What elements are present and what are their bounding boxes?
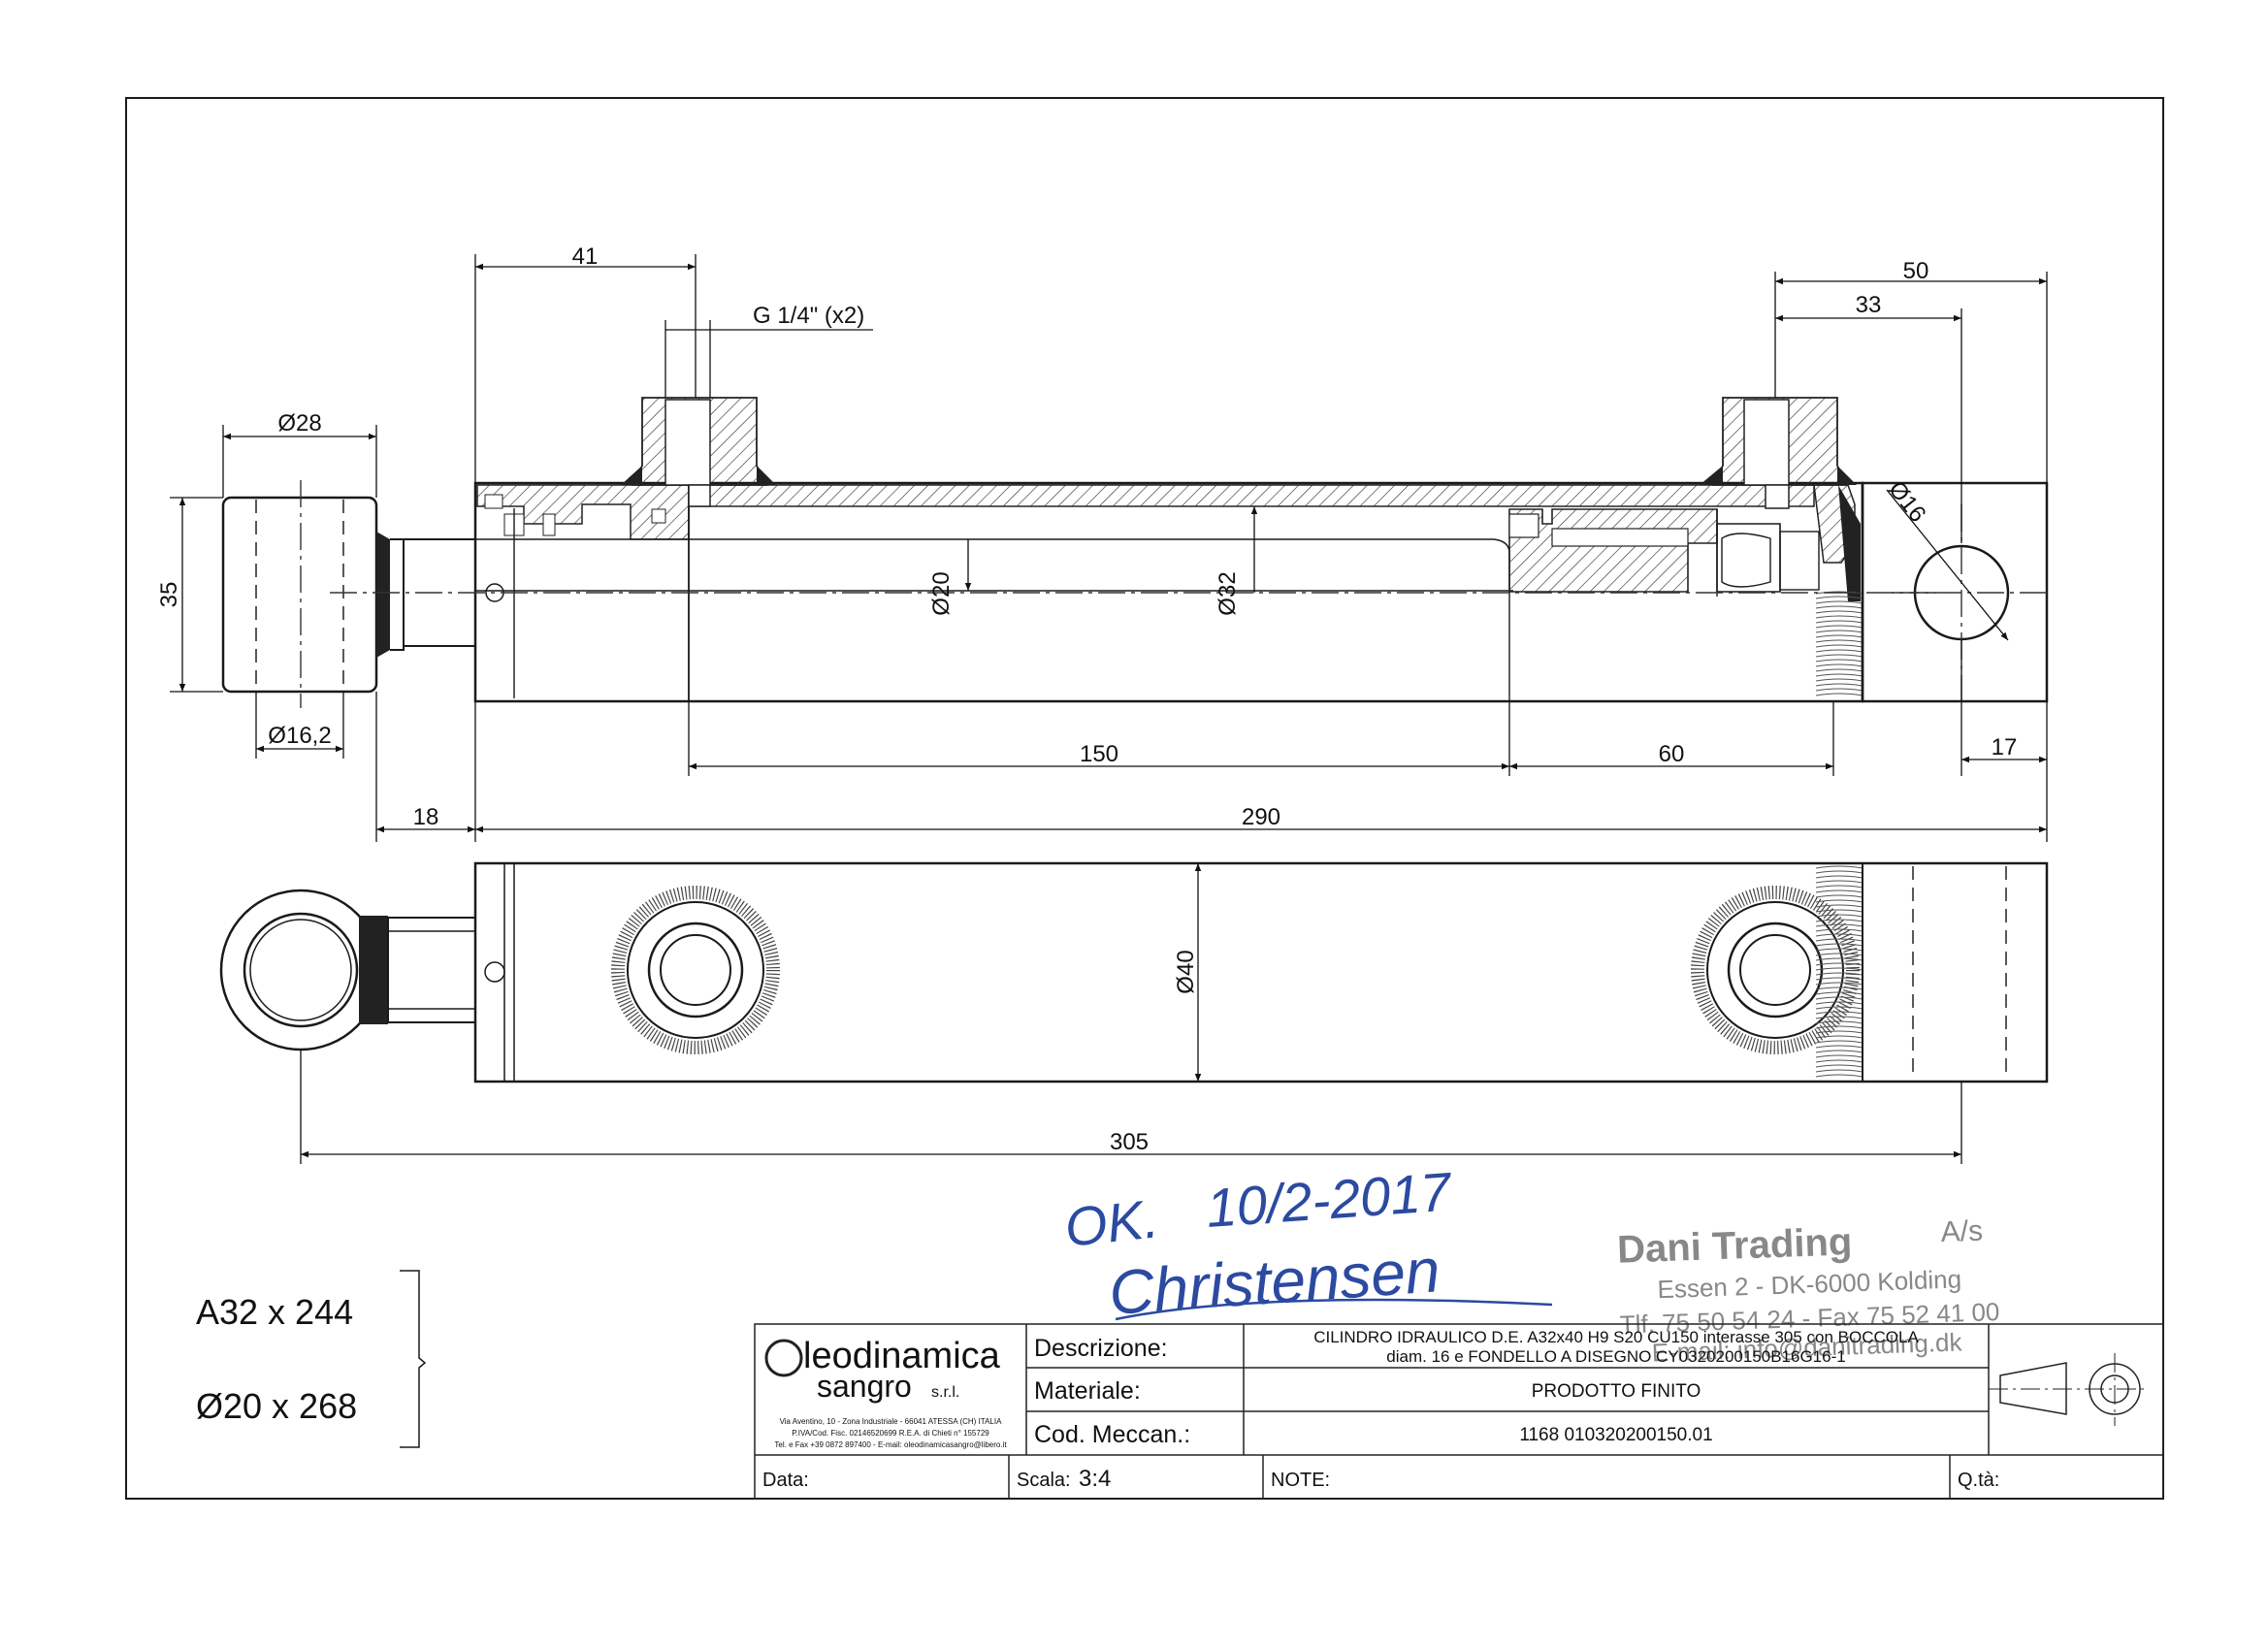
qty-label: Q.tà:	[1958, 1470, 1999, 1491]
note-line-2: Ø20 x 268	[196, 1386, 357, 1426]
port-boss-front	[621, 397, 776, 507]
company-info-1: Via Aventino, 10 - Zona Industriale - 66…	[780, 1417, 1003, 1426]
dim-port-thread: G 1/4" (x2)	[753, 303, 864, 329]
company-info-3: Tel. e Fax +39 0872 897400 - E-mail: ole…	[774, 1440, 1007, 1449]
title-block	[754, 1323, 2164, 1500]
dim-rod-eye-width: 35	[156, 582, 182, 608]
dim-eye-to-tube: 18	[413, 804, 439, 830]
port-front-2	[1691, 886, 1860, 1054]
weld-bead-top	[1815, 591, 1863, 696]
note-line-1: A32 x 244	[196, 1292, 353, 1332]
code-value: 1168 010320200150.01	[1519, 1425, 1712, 1445]
dim-pin-to-end: 17	[1992, 734, 2018, 760]
descr-line-1: CILINDRO IDRAULICO D.E. A32x40 H9 S20 CU…	[1313, 1328, 1919, 1346]
dimension-labels: 41 G 1/4" (x2) 50 33 Ø28 35 Ø16,2 Ø16 Ø2…	[156, 243, 2017, 1155]
date-label: Data:	[762, 1470, 809, 1491]
approval-handwriting: OK. 10/2-2017 Christensen	[1062, 1160, 1553, 1328]
dim-rear-port: 50	[1903, 258, 1929, 284]
logo-name-1: leodinamica	[803, 1336, 1001, 1376]
descr-label: Descrizione:	[1034, 1335, 1168, 1362]
port-boss-rear	[1700, 397, 1857, 509]
company-info-2: P.IVA/Cod. Fisc. 02146520699 R.E.A. di C…	[792, 1429, 989, 1438]
scale-label: Scala:	[1017, 1470, 1071, 1491]
title-block-fields: Descrizione: CILINDRO IDRAULICO D.E. A32…	[762, 1328, 1999, 1492]
dim-stroke: 150	[1080, 741, 1118, 767]
signature: Christensen	[1107, 1235, 1442, 1328]
approval-date: 10/2-2017	[1204, 1160, 1454, 1239]
dim-port-offset: 41	[572, 243, 599, 270]
size-note: A32 x 244 Ø20 x 268	[196, 1270, 427, 1448]
stamp-company: Dani Trading	[1616, 1220, 1853, 1271]
stamp-suffix: A/s	[1940, 1215, 1983, 1248]
bottom-view	[219, 861, 2049, 1083]
dim-rod-eye-pin: Ø16,2	[268, 723, 331, 749]
dim-piston-to-port: 60	[1659, 741, 1685, 767]
descr-line-2: diam. 16 e FONDELLO A DISEGNO CY03202001…	[1386, 1347, 1845, 1366]
code-label: Cod. Meccan.:	[1034, 1421, 1190, 1448]
material-value: PRODOTTO FINITO	[1532, 1381, 1701, 1402]
dim-port-to-pin: 33	[1856, 292, 1882, 318]
stamp-address: Essen 2 - DK-6000 Kolding	[1657, 1264, 1961, 1304]
dimensions	[170, 254, 2048, 1164]
note-label: NOTE:	[1271, 1470, 1330, 1491]
title-block-logo: leodinamica sangro s.r.l. Via Aventino, …	[764, 1336, 1007, 1449]
tube-front	[473, 861, 2049, 1083]
material-label: Materiale:	[1034, 1377, 1141, 1405]
dim-tube-length: 290	[1242, 804, 1280, 830]
rod-eye	[221, 496, 378, 694]
port-front-1	[611, 886, 780, 1054]
dim-bore-dia: Ø32	[1215, 571, 1241, 615]
dim-rod-dia: Ø20	[928, 571, 955, 615]
dim-rod-eye-dia: Ø28	[277, 410, 321, 436]
logo-suffix: s.r.l.	[931, 1384, 959, 1401]
dim-pin-centres: 305	[1110, 1129, 1149, 1155]
dim-tube-dia: Ø40	[1173, 950, 1199, 993]
piston	[1508, 508, 1718, 696]
logo-name-2: sangro	[817, 1369, 912, 1404]
top-view	[221, 397, 2049, 708]
approval-ok: OK.	[1062, 1187, 1162, 1258]
scale-value: 3:4	[1079, 1466, 1111, 1492]
